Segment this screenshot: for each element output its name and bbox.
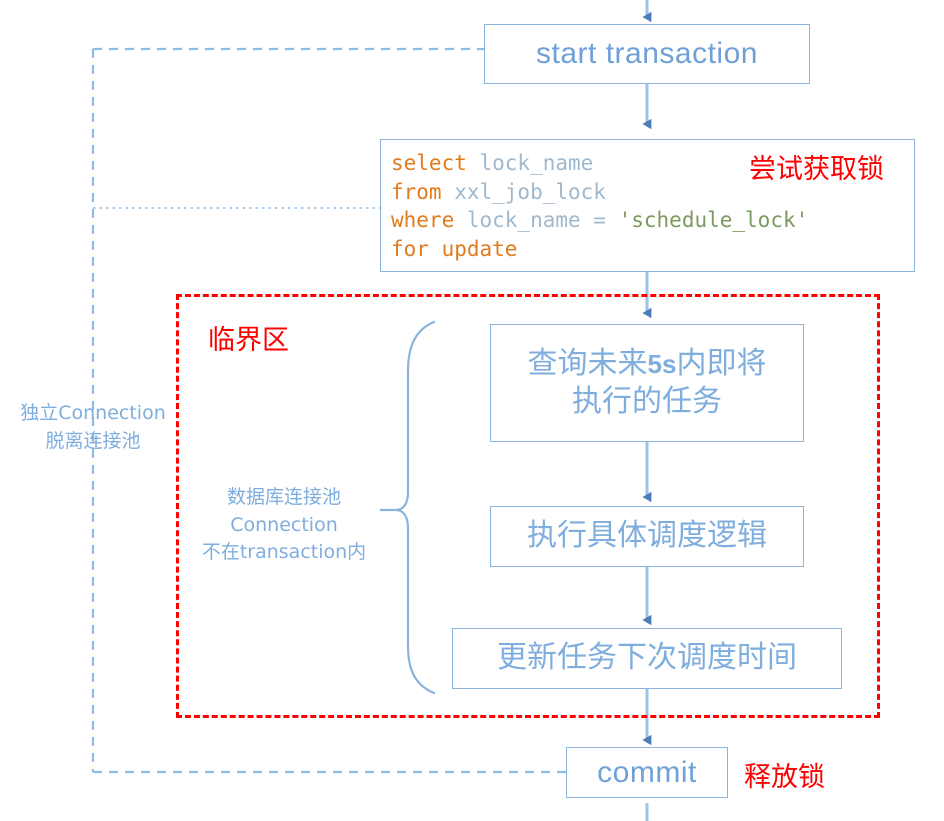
node-commit-label: commit	[597, 755, 697, 789]
pool-connection-line1: 数据库连接池	[226, 486, 341, 508]
pool-connection-line2: Connection	[230, 513, 338, 536]
pool-connection-line3: 不在transaction内	[201, 541, 367, 564]
node-execute-schedule-logic[interactable]: 执行具体调度逻辑	[490, 506, 804, 567]
node-start-transaction[interactable]: start transaction	[484, 24, 810, 84]
node-query-upcoming-tasks-label: 查询未来5s内即将 执行的任务	[527, 345, 767, 419]
node-update-next-schedule-time[interactable]: 更新任务下次调度时间	[452, 628, 842, 689]
release-lock-label: 释放锁	[744, 762, 825, 793]
independent-connection-line2: 脱离连接池	[45, 429, 141, 452]
pool-connection-note: 数据库连接池 Connection 不在transaction内	[186, 484, 382, 567]
node-update-next-schedule-time-label: 更新任务下次调度时间	[497, 640, 797, 676]
node-query-upcoming-tasks[interactable]: 查询未来5s内即将 执行的任务	[490, 324, 804, 442]
sql-code-text: select lock_name from xxl_job_lock where…	[391, 151, 809, 261]
critical-section-label: 临界区	[208, 325, 289, 356]
critical-section-region	[176, 294, 880, 718]
node-sql-select-for-update[interactable]: select lock_name from xxl_job_lock where…	[380, 139, 915, 272]
query-window-value: 5s	[647, 348, 677, 379]
node-start-transaction-label: start transaction	[536, 37, 758, 70]
independent-connection-note: 独立Connection 脱离连接池	[0, 400, 186, 455]
acquire-lock-label: 尝试获取锁	[749, 154, 884, 185]
node-commit[interactable]: commit	[566, 747, 728, 798]
independent-connection-line1: 独立Connection	[20, 402, 166, 424]
node-execute-schedule-logic-label: 执行具体调度逻辑	[527, 518, 767, 554]
